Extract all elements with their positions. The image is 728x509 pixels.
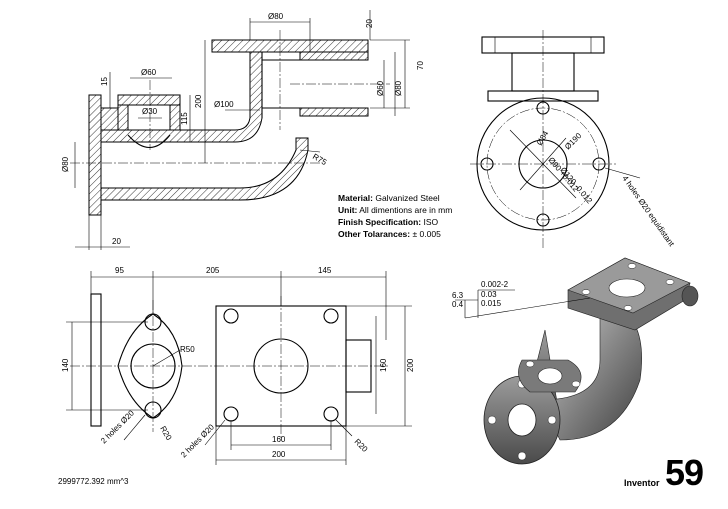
dim-d100: Ø100 xyxy=(214,100,234,109)
sheet-number: 59 xyxy=(665,452,704,493)
dim-160-vertical: 160 xyxy=(379,358,388,372)
material-note: Material: Galvanized Steel xyxy=(338,192,452,204)
dim-2-holes-b: 2 holes Ø20 xyxy=(179,422,216,459)
dim-205: 205 xyxy=(206,266,220,275)
dim-d84: Ø84 xyxy=(535,129,551,147)
dim-r50: R50 xyxy=(180,345,195,354)
flange-end-view xyxy=(470,97,641,231)
dim-r75: R75 xyxy=(311,152,329,167)
flange-top-view xyxy=(481,30,605,250)
finish-callout-line2: 0.03 xyxy=(481,290,497,299)
section-dim-texts: Ø80 20 70 Ø60 Ø80 15 Ø60 Ø30 115 200 Ø10… xyxy=(61,12,425,246)
dim-160-horizontal: 160 xyxy=(272,435,286,444)
finish-callout-roughness-a: 6.3 xyxy=(452,291,464,300)
dim-d30: Ø30 xyxy=(142,107,158,116)
dim-200-vertical: 200 xyxy=(406,358,415,372)
finish-key: Finish Specification: xyxy=(338,217,422,227)
dim-200-left: 200 xyxy=(194,94,203,108)
unit-key: Unit: xyxy=(338,205,358,215)
plan-view xyxy=(70,293,390,440)
dim-95: 95 xyxy=(115,266,124,275)
dim-20-bottom: 20 xyxy=(112,237,121,246)
dim-145: 145 xyxy=(318,266,332,275)
dim-d80-inlet: Ø80 xyxy=(61,156,70,172)
volume-readout: 2999772.392 mm^3 xyxy=(58,477,129,486)
software-name: Inventor xyxy=(624,478,660,488)
flange-dim-texts: Ø84 Ø190 Ø90 +0.012 Ø120 -0.012 4 holes … xyxy=(535,129,676,249)
dim-d80-top: Ø80 xyxy=(268,12,284,21)
dim-20-top: 20 xyxy=(365,19,374,28)
material-key: Material: xyxy=(338,193,373,203)
finish-callout-line3: 0.015 xyxy=(481,299,502,308)
finish-note: Finish Specification: ISO xyxy=(338,216,452,228)
spec-notes: Material: Galvanized Steel Unit: All dim… xyxy=(338,192,452,240)
finish-callout: 0.002-2 0.03 0.015 6.3 0.4 xyxy=(452,280,509,309)
section-dimensions xyxy=(74,10,410,250)
finish-callout-roughness-b: 0.4 xyxy=(452,300,464,309)
finish-callout-line1: 0.002-2 xyxy=(481,280,509,289)
dim-200-horizontal: 200 xyxy=(272,450,286,459)
dim-4-holes: 4 holes Ø20 equidistant xyxy=(620,174,676,249)
dim-d80-outlet: Ø80 xyxy=(394,80,403,96)
dim-d60-outlet: Ø60 xyxy=(376,80,385,96)
dim-r20-b: R20 xyxy=(353,437,370,454)
dim-70: 70 xyxy=(416,61,425,70)
dim-d60-flange: Ø60 xyxy=(141,68,157,77)
section-view xyxy=(70,30,390,216)
dim-r20-a: R20 xyxy=(158,425,173,443)
dim-d190: Ø190 xyxy=(563,131,584,152)
material-value: Galvanized Steel xyxy=(375,193,440,203)
tolerance-key: Other Tolarances: xyxy=(338,229,411,239)
dim-115: 115 xyxy=(180,112,189,125)
tolerance-note: Other Tolarances: ± 0.005 xyxy=(338,228,452,240)
unit-value: All dimentions are in mm xyxy=(359,205,453,215)
dim-140: 140 xyxy=(61,358,70,372)
plan-dim-texts: 95 205 145 140 R50 2 holes Ø20 R20 2 hol… xyxy=(61,266,415,459)
tolerance-value: ± 0.005 xyxy=(412,229,441,239)
dim-2-holes-a: 2 holes Ø20 xyxy=(99,408,136,445)
isometric-render xyxy=(455,257,699,465)
unit-note: Unit: All dimentions are in mm xyxy=(338,204,452,216)
dim-15: 15 xyxy=(100,77,109,86)
finish-value: ISO xyxy=(423,217,439,227)
plan-dimensions xyxy=(66,271,412,465)
